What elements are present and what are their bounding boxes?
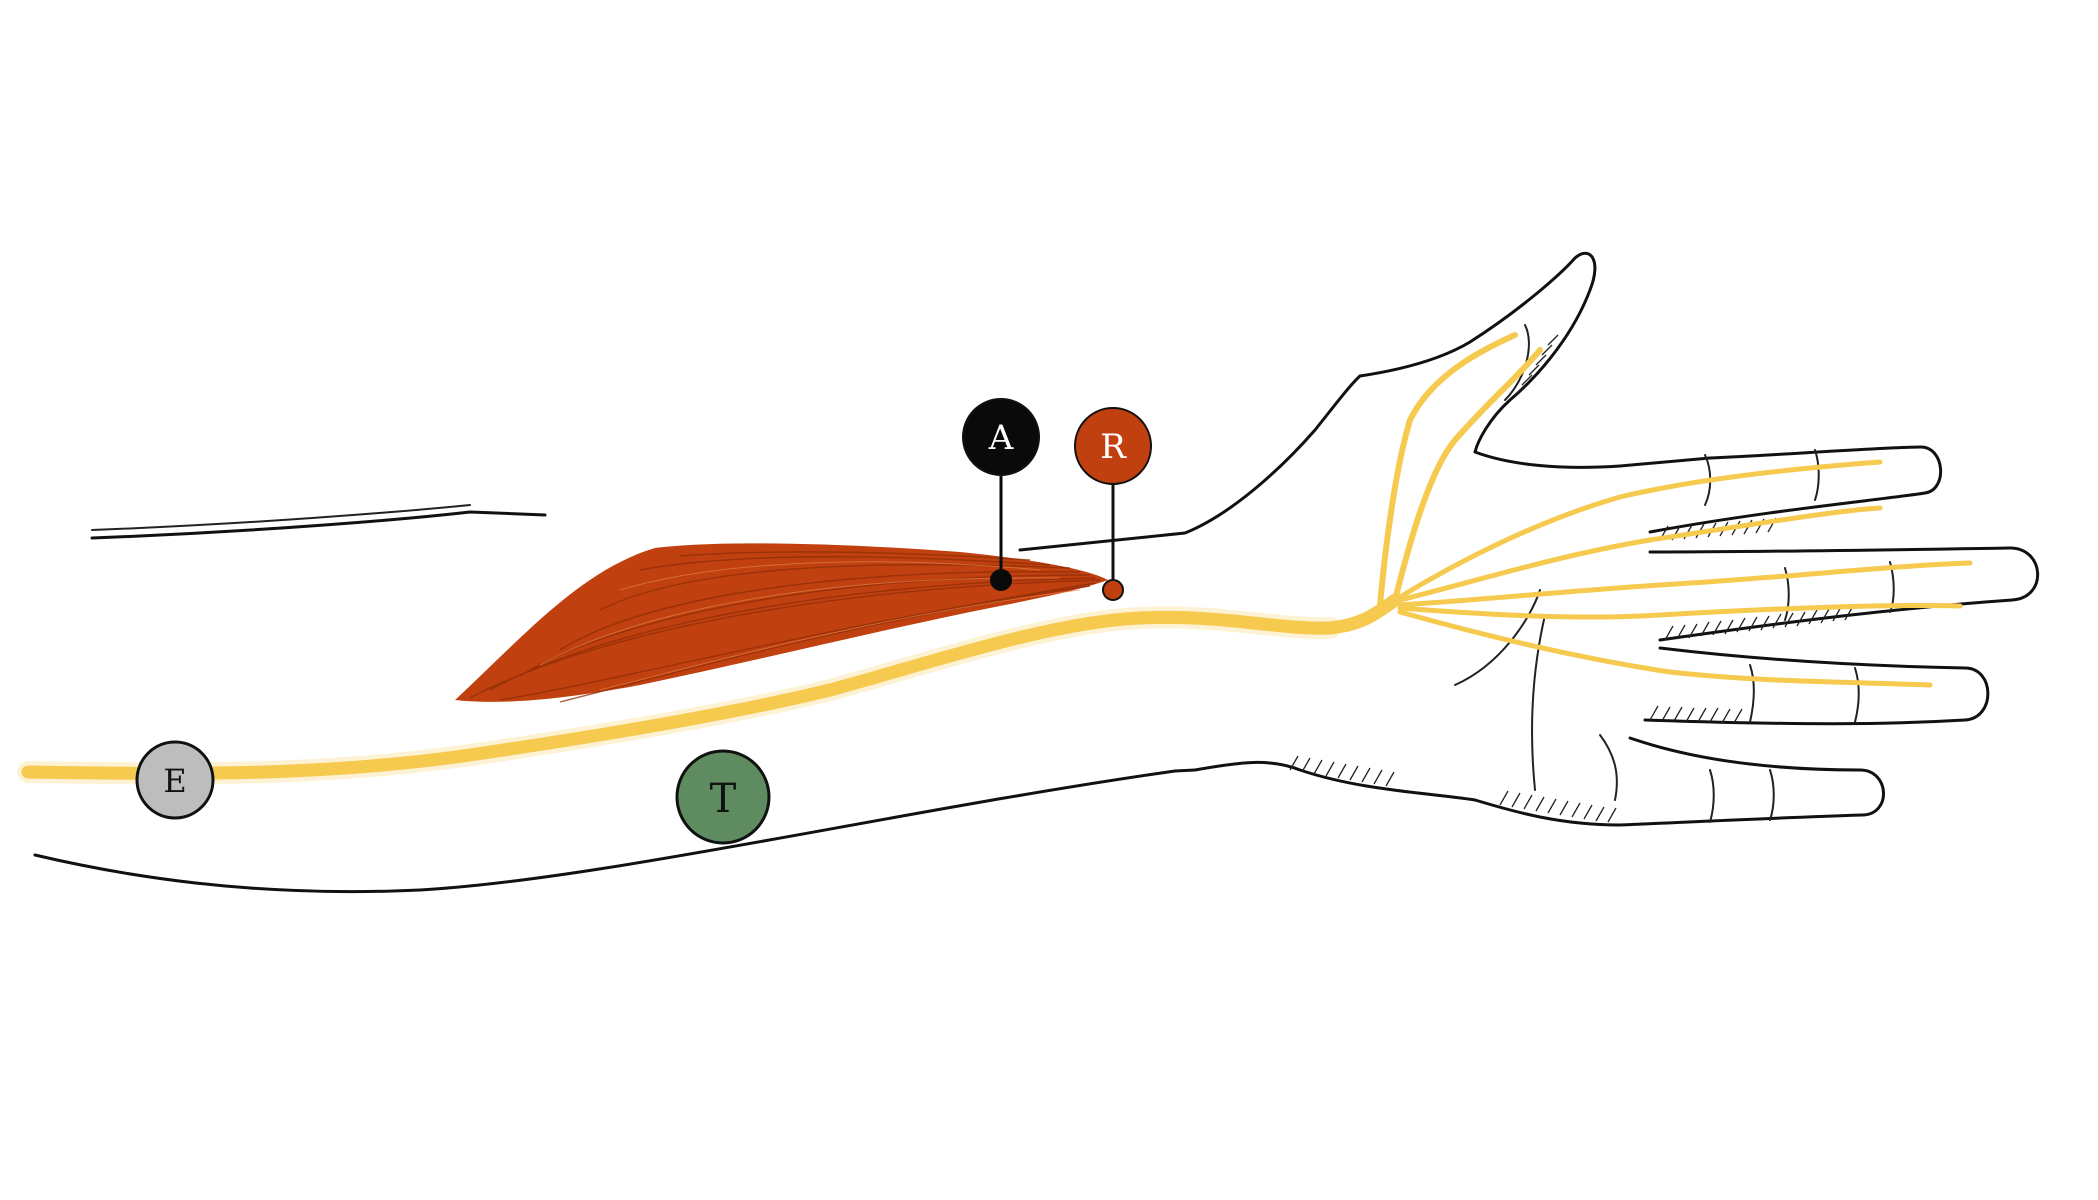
middle-finger (1648, 546, 2040, 642)
marker-r-pin-dot (1102, 579, 1124, 601)
marker-t (675, 749, 771, 845)
forearm-bottom-edge (33, 768, 1197, 894)
finger-joint-5 (1749, 664, 1755, 723)
middle-nerve-2 (1397, 560, 1973, 608)
thumb-nerve-1 (1377, 332, 1518, 608)
middle-nerve-1 (1397, 505, 1883, 603)
palm-bottom (1193, 760, 1477, 802)
marker-a-label: A (988, 418, 1014, 458)
marker-e (135, 740, 215, 820)
marker-t-label: T (710, 776, 737, 822)
marker-e-label: E (163, 762, 186, 800)
muscle (455, 543, 1108, 703)
marker-r-label: R (1100, 427, 1127, 467)
index-nerve (1392, 459, 1883, 603)
marker-e-group: E (135, 740, 215, 820)
ring-finger (1643, 646, 1990, 726)
thumb-nerve-2 (1392, 347, 1543, 603)
wrist-top-edge (1018, 374, 1362, 552)
palm-crease-3 (1599, 734, 1618, 801)
muscle-fibers-light (539, 561, 1081, 691)
marker-r (1074, 407, 1152, 485)
forearm-top-edge (90, 510, 547, 540)
marker-a (962, 398, 1040, 476)
ring-nerve-1 (1397, 602, 1963, 620)
palm-top (1473, 450, 1712, 469)
marker-r-group: R (1074, 407, 1152, 601)
little-finger (1473, 736, 1885, 827)
finger-joint-2 (1814, 449, 1820, 501)
marker-a-group: A (962, 398, 1040, 591)
finger-joint-3 (1784, 567, 1790, 621)
ring-nerve-2 (1397, 609, 1933, 688)
marker-t-group: T (675, 749, 771, 845)
nerves (21, 332, 1973, 780)
palm-crease-2 (1531, 614, 1546, 791)
marker-a-pin-dot (990, 569, 1012, 591)
finger-joint-6 (1854, 667, 1860, 723)
finger-joint-8 (1769, 769, 1775, 821)
thumb-outline (1358, 251, 1597, 454)
forearm-top-edge-2 (91, 504, 471, 531)
main-nerve (21, 593, 1402, 780)
muscle-body (455, 543, 1108, 702)
finger-joint-7 (1709, 769, 1715, 823)
